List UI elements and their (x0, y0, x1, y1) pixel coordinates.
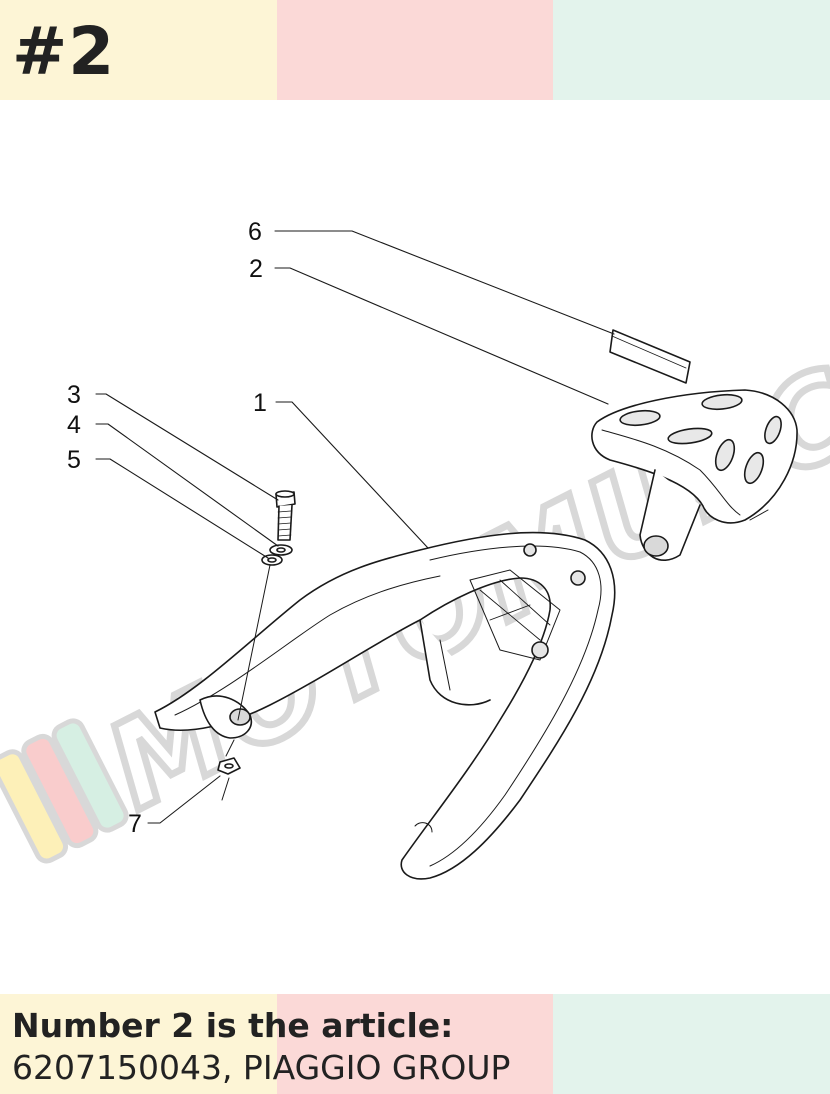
callout-4: 4 (67, 411, 81, 439)
part-4-washer (269, 544, 293, 556)
callout-1: 1 (253, 389, 267, 417)
part-7-nut (217, 757, 241, 775)
callout-7: 7 (128, 810, 142, 838)
band-pink (277, 0, 553, 100)
assembly-axis-lines (221, 564, 271, 801)
leader-lines (95, 230, 615, 824)
band-yellow (0, 0, 277, 100)
callout-6: 6 (248, 218, 262, 246)
callout-labels: 6 2 1 3 4 5 7 (67, 218, 267, 838)
part-1-rack-frame (154, 531, 616, 880)
part-6-pad (609, 329, 691, 384)
part-2-rack-cover (591, 389, 798, 561)
article-number-and-brand: 6207150043, PIAGGIO GROUP (12, 1048, 511, 1087)
band-mint (553, 994, 830, 1094)
callout-3: 3 (67, 381, 81, 409)
footer-color-band (0, 994, 830, 1094)
callout-5: 5 (67, 446, 81, 474)
item-number-badge: #2 (12, 13, 116, 90)
callout-2: 2 (249, 255, 263, 283)
band-yellow (0, 994, 277, 1094)
article-caption-heading: Number 2 is the article: (12, 1006, 454, 1045)
band-mint (553, 0, 830, 100)
part-3-screw (275, 490, 296, 541)
exploded-parts-diagram: MOTOMURCIA (0, 218, 830, 880)
band-pink (277, 994, 553, 1094)
header-color-band (0, 0, 830, 100)
